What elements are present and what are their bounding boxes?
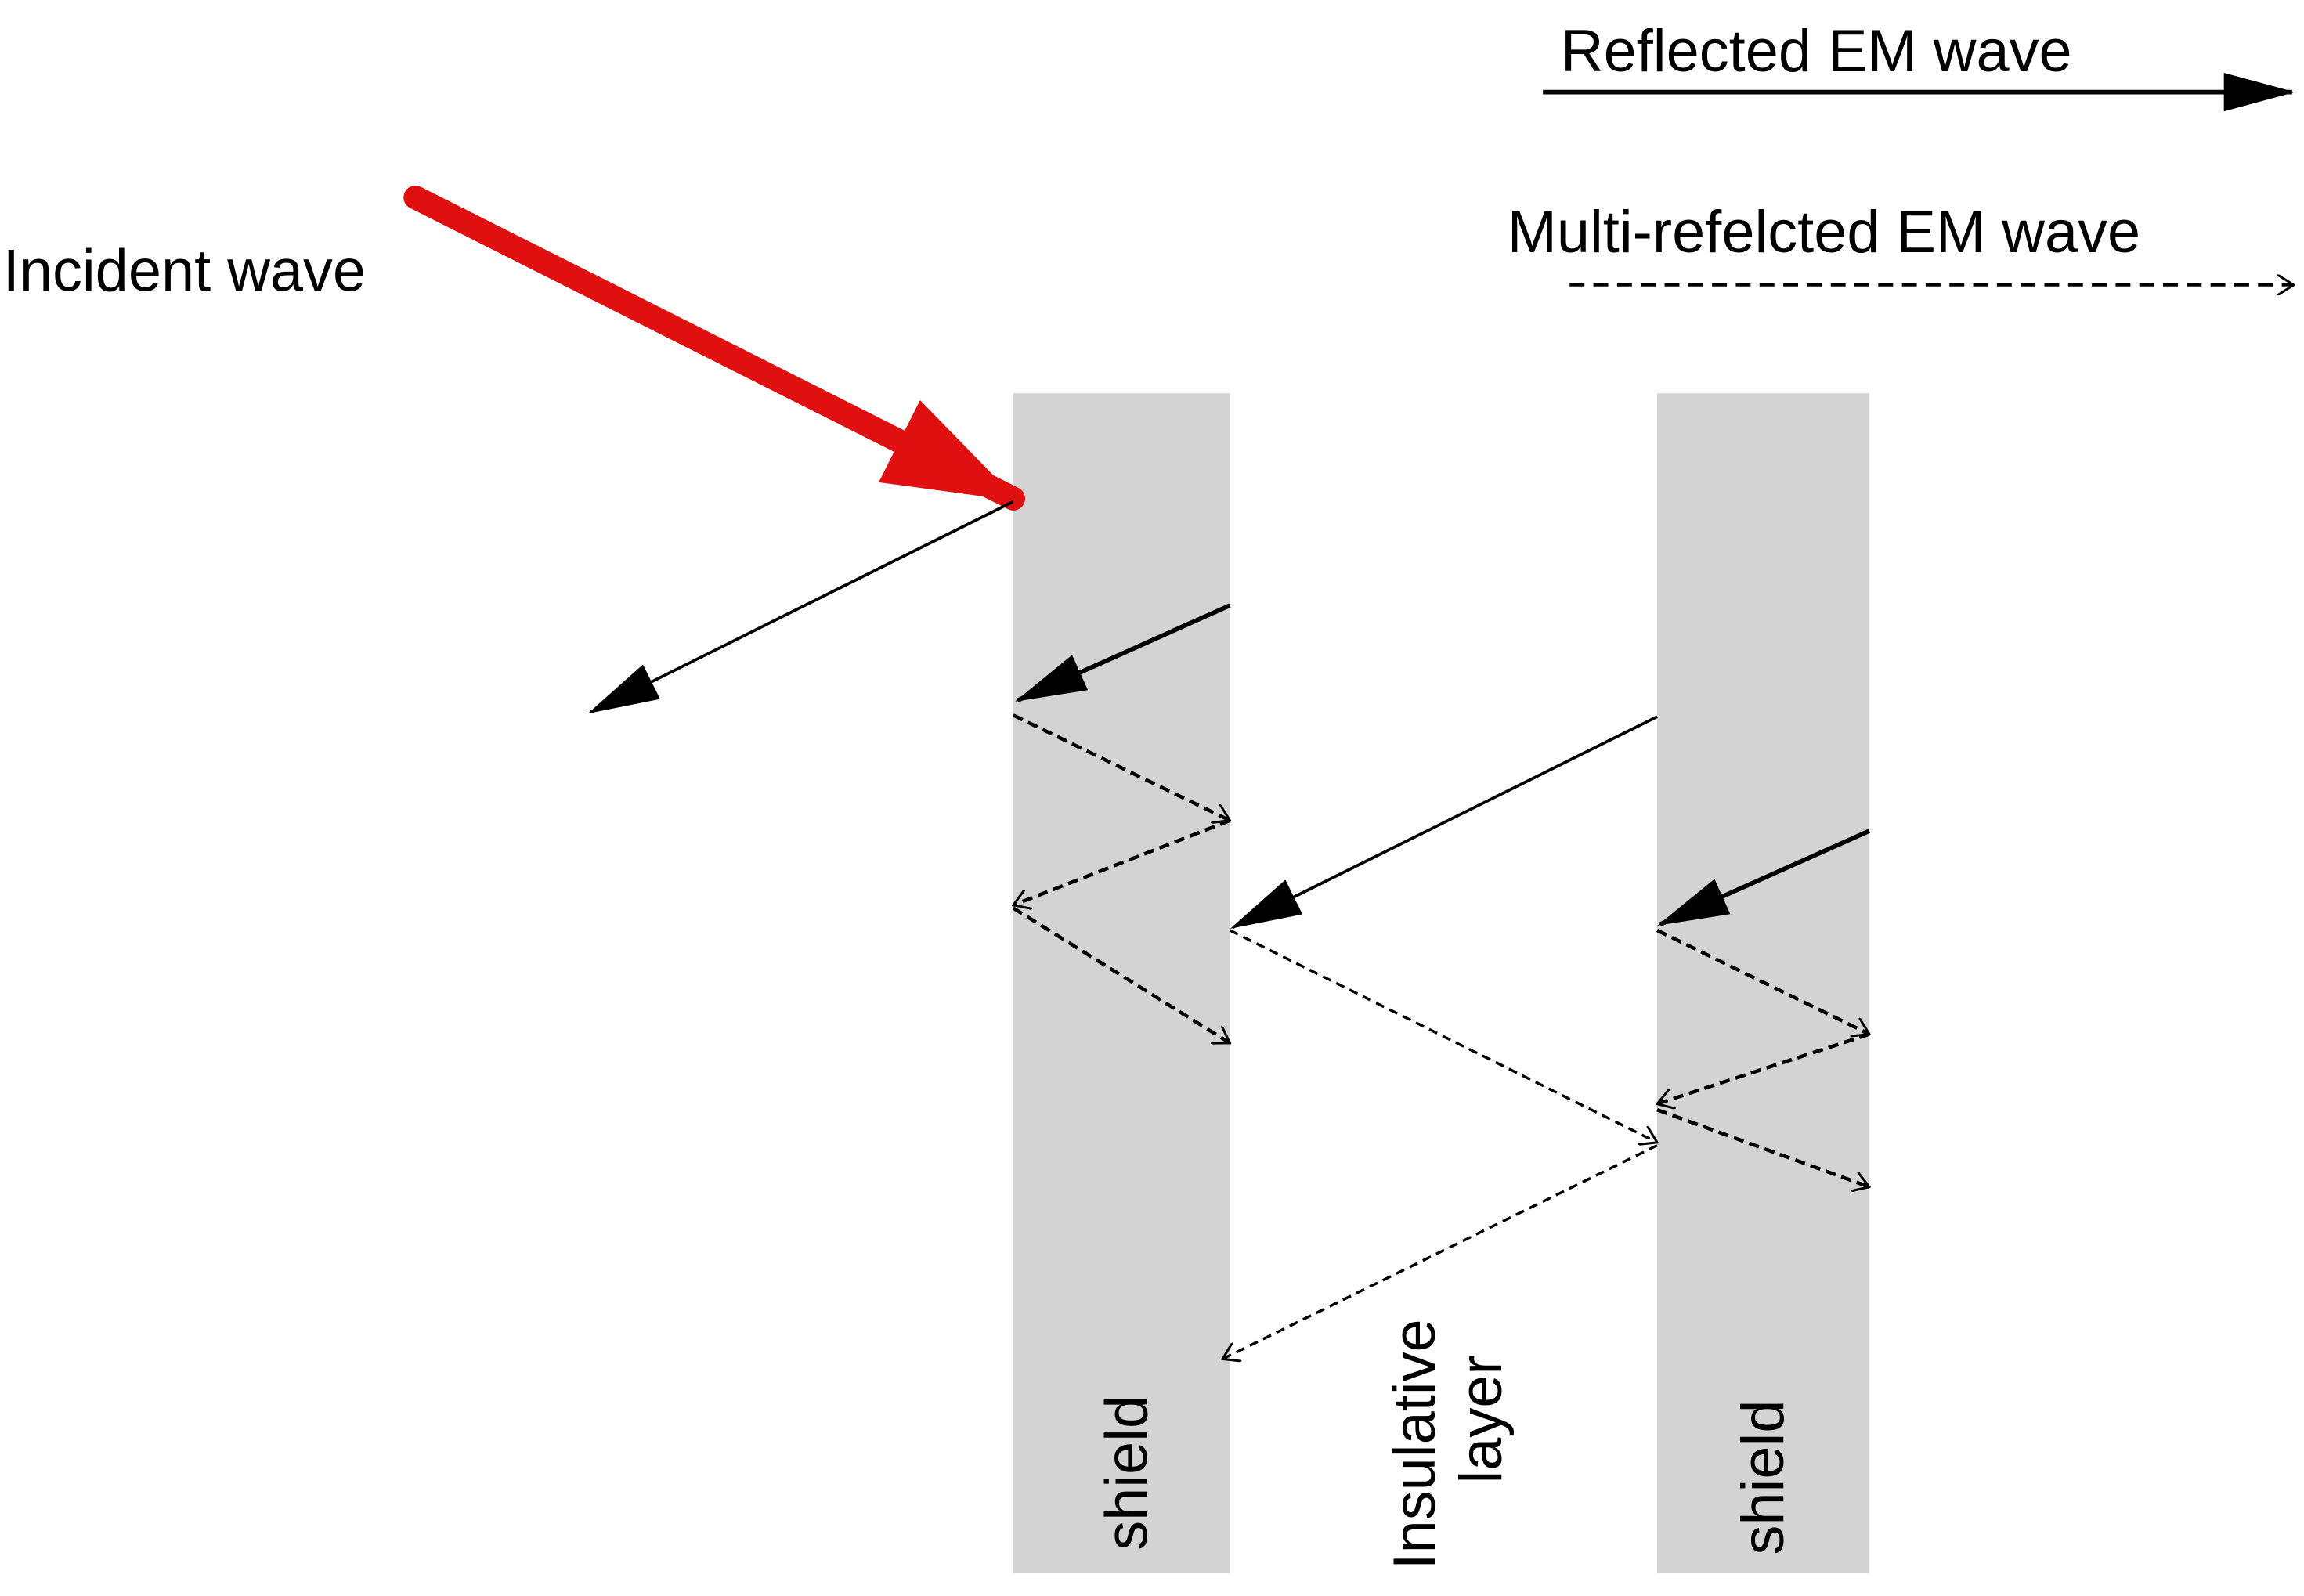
shield-right-label: shield [1730, 1400, 1797, 1555]
incident-wave-label: Incident wave [3, 237, 366, 304]
incident-wave-arrow [403, 185, 1026, 511]
right-zigzag-segment-2 [1657, 1032, 1870, 1104]
insulative-multi-reflection-forward [1229, 929, 1657, 1143]
left-shield-internal-reflection-arrow [1015, 603, 1231, 702]
right-shield-internal-reflection-arrow [1657, 829, 1871, 926]
right-zigzag-segment-3 [1656, 1108, 1869, 1187]
left-zigzag-segment-3 [1012, 906, 1230, 1045]
insulative-label-line2: layer [1448, 1355, 1515, 1483]
shield-left-label: shield [1093, 1396, 1160, 1551]
insulative-multi-reflection-back [1222, 1144, 1658, 1359]
shield-left-bar [1013, 393, 1230, 1573]
left-zigzag-segment-2 [1013, 818, 1231, 905]
legend-reflected-label: Reflected EM wave [1561, 18, 2072, 85]
legend-multi-reflected-label: Multi-refelcted EM wave [1508, 199, 2140, 265]
insulative-reflection-arrow [1230, 715, 1658, 929]
right-zigzag-segment-1 [1656, 928, 1869, 1035]
reflected-front-arrow [587, 500, 1014, 714]
insulative-label-line1: Insulative [1381, 1319, 1448, 1569]
left-zigzag-segment-1 [1012, 713, 1230, 821]
